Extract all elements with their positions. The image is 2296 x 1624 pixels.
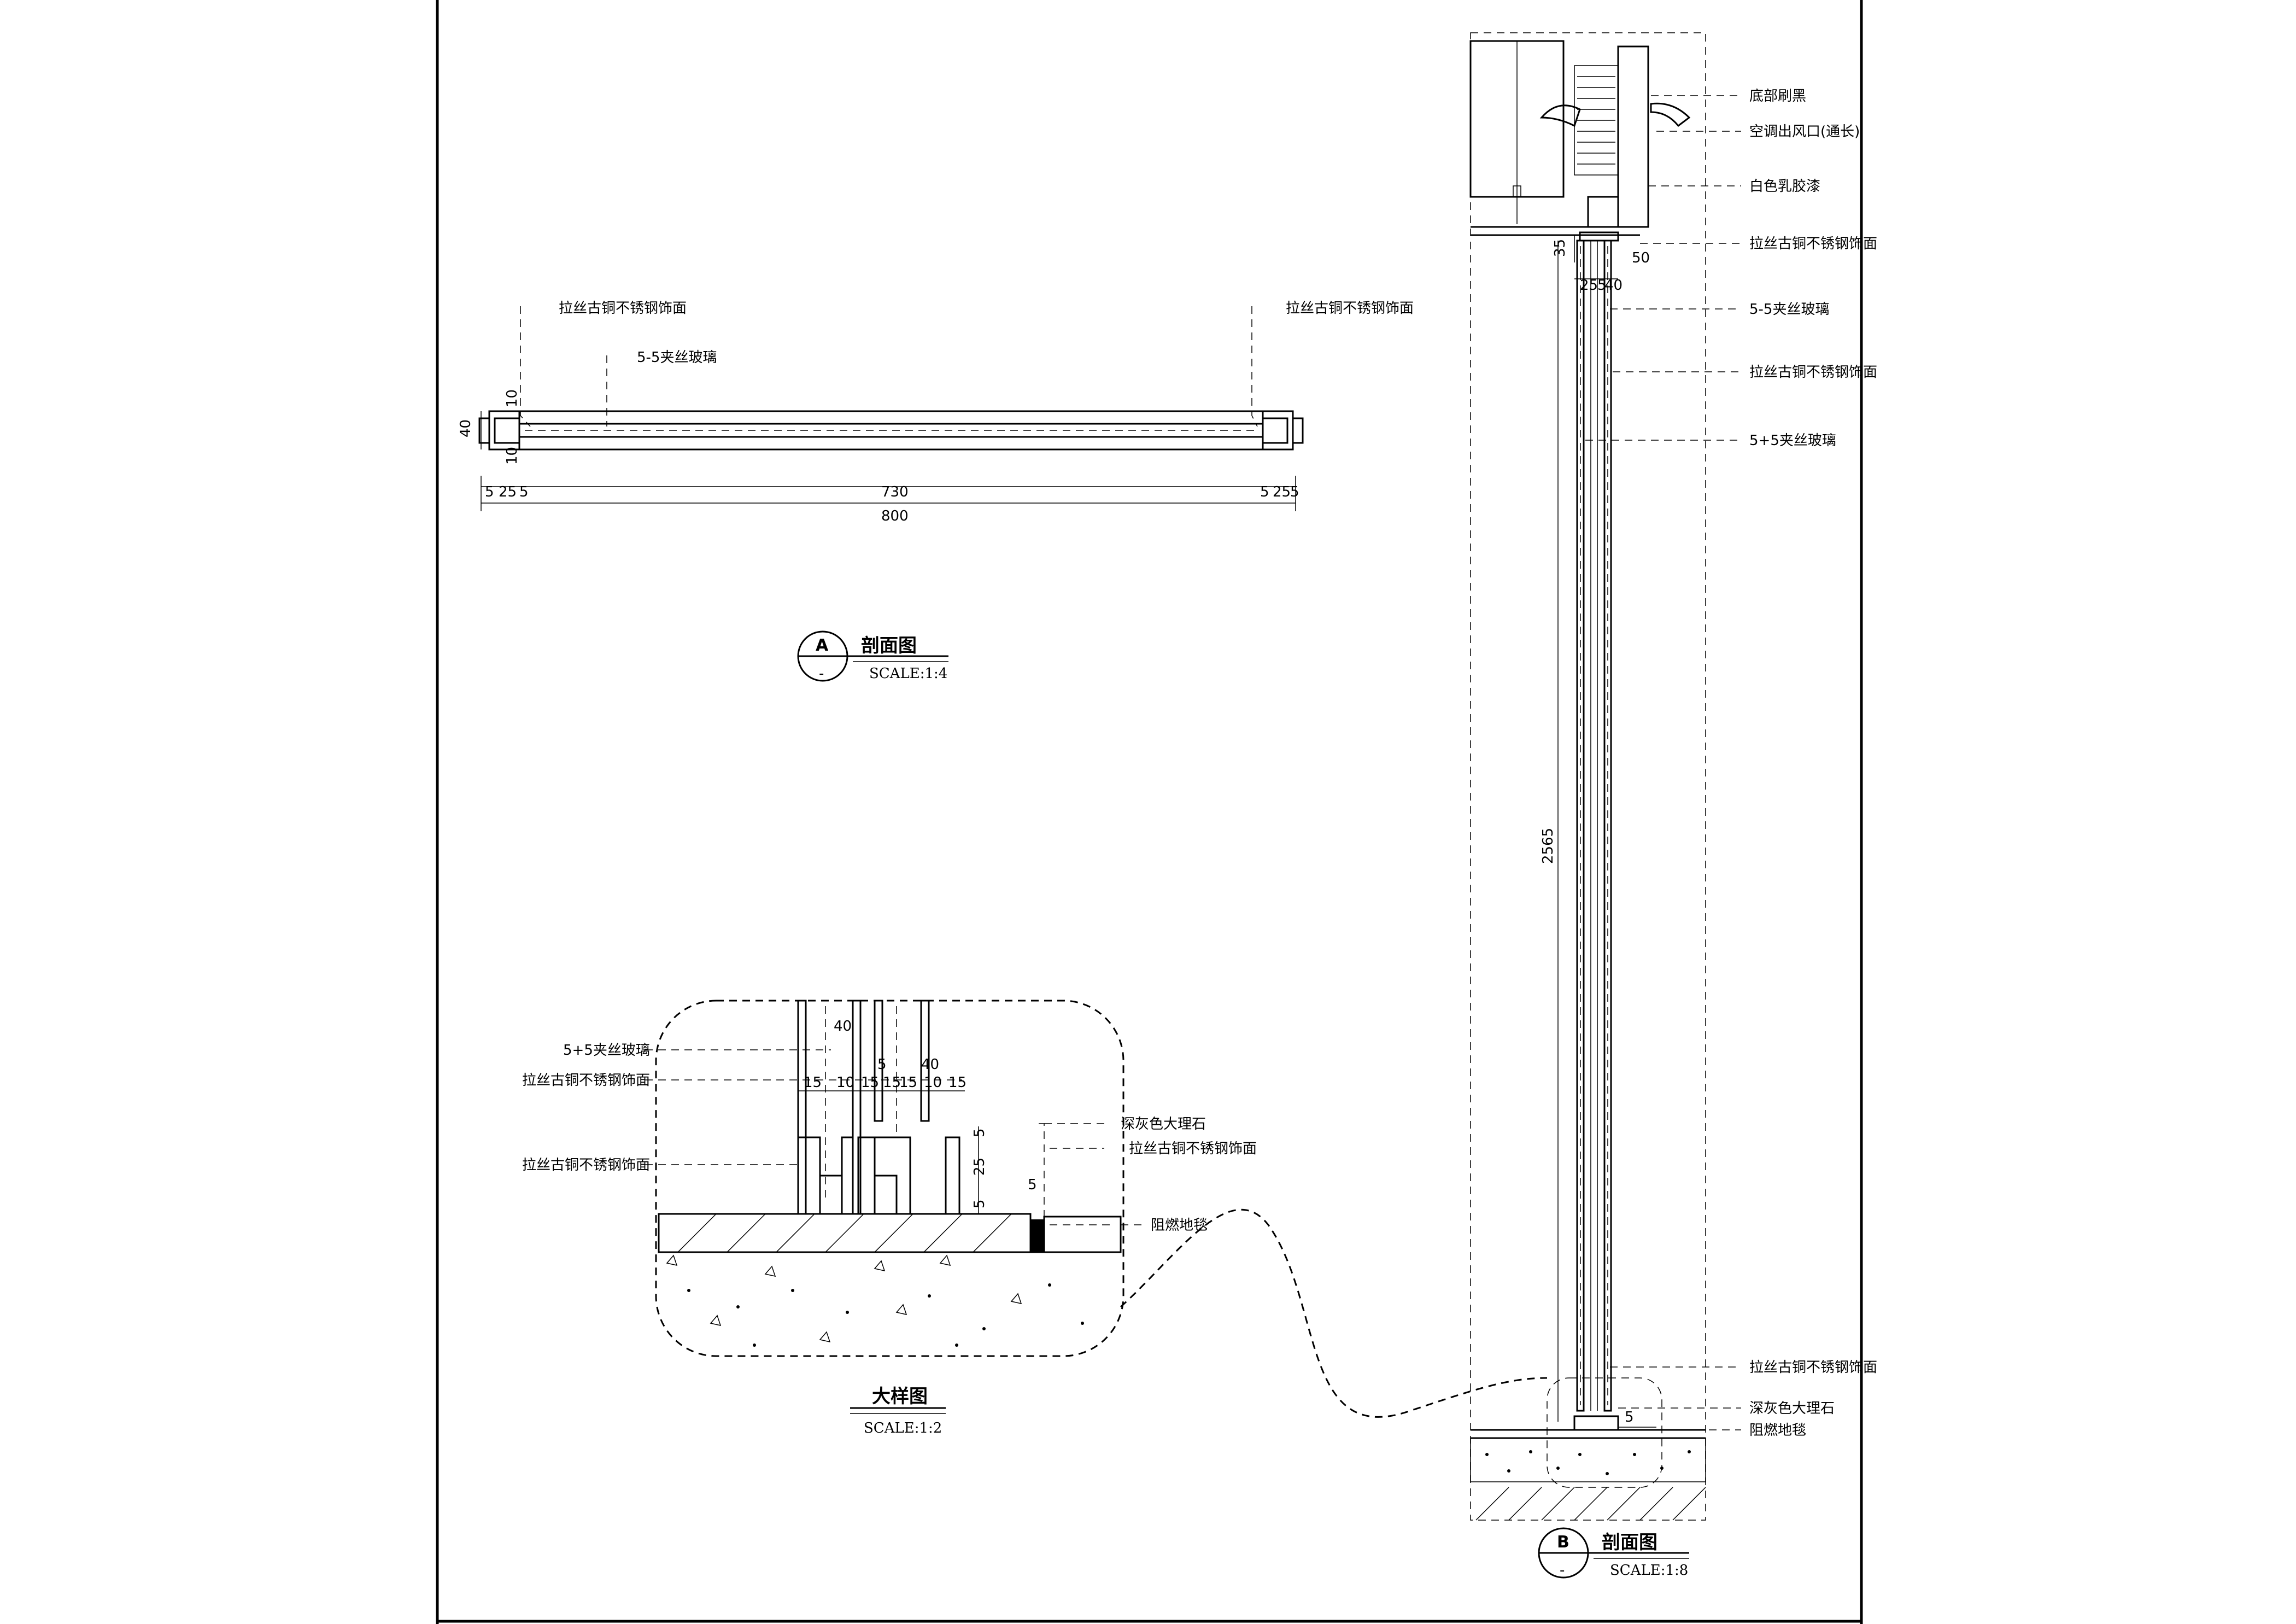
detail-dim-5a: 5	[877, 1056, 887, 1073]
section-b-dim-bottom: 5	[1625, 1409, 1634, 1426]
section-a-dim-r2: 25	[1273, 484, 1291, 500]
detail-drawing: 5+5夹丝玻璃 拉丝古铜不锈钢饰面 拉丝古铜不锈钢饰面 深灰色大理石 拉丝古铜不…	[522, 1000, 1257, 1436]
detail-dim-v5: 5	[971, 1128, 988, 1137]
section-b-callout-9: 深灰色大理石	[1749, 1400, 1835, 1417]
section-b-drawing: 底部刷黑 空调出风口(通长) 白色乳胶漆 拉丝古铜不锈钢饰面 35 50 25 …	[1469, 32, 1877, 1579]
section-a-dim-height: 40	[458, 419, 474, 437]
detail-scale: SCALE:1:2	[864, 1420, 942, 1436]
section-b-marker-sub: -	[1560, 1562, 1565, 1579]
detail-callout-steel-3: 拉丝古铜不锈钢饰面	[1129, 1141, 1257, 1157]
detail-dim-v5b: 5	[971, 1199, 988, 1208]
detail-seal	[1030, 1219, 1044, 1252]
section-b-callout-8: 拉丝古铜不锈钢饰面	[1749, 1359, 1877, 1376]
section-b-title: 剖面图	[1602, 1532, 1657, 1553]
detail-dim-40a: 40	[834, 1018, 852, 1035]
section-b-earth-hatch	[1475, 1487, 1706, 1521]
detail-dim-row-item: 15	[948, 1074, 967, 1091]
detail-dim-row-item: 10	[924, 1074, 942, 1091]
detail-dim-row-item: 15	[861, 1074, 879, 1091]
ac-vent-grille	[1577, 76, 1615, 165]
section-a-dim-l2: 25	[499, 484, 517, 500]
section-a-dim-l1: 5	[485, 484, 494, 500]
section-b-dim-25: 25	[1580, 277, 1598, 294]
detail-dim-row-item: 10	[836, 1074, 854, 1091]
detail-dims-row: 15 10 15 15 15 10 15	[804, 1074, 967, 1091]
section-a-dim-bottom: 10	[504, 447, 520, 465]
section-b-callout-3: 白色乳胶漆	[1749, 178, 1820, 195]
section-b-dim-height: 2565	[1540, 828, 1556, 864]
detail-callout-steel-2: 拉丝古铜不锈钢饰面	[522, 1157, 650, 1173]
section-a-dim-mid: 730	[881, 484, 909, 500]
detail-dim-v25: 25	[971, 1158, 988, 1176]
detail-connector-curve	[1120, 1208, 1548, 1418]
section-a-dim-r1: 5	[1260, 484, 1269, 500]
section-b-callout-10: 阻燃地毯	[1749, 1422, 1806, 1439]
section-b-marker: B	[1557, 1533, 1569, 1552]
section-b-dim-35: 35	[1552, 239, 1568, 257]
section-a-callout-right: 拉丝古铜不锈钢饰面	[1286, 300, 1414, 317]
section-b-callout-1: 底部刷黑	[1749, 88, 1806, 104]
section-b-scale: SCALE:1:8	[1610, 1562, 1688, 1579]
section-a-marker-sub: -	[819, 665, 824, 682]
section-a-drawing: 拉丝古铜不锈钢饰面 拉丝古铜不锈钢饰面 5-5夹丝玻璃 40 10 10 5 2…	[458, 300, 1414, 682]
section-a-dim-total: 800	[881, 508, 909, 524]
detail-callout-marble: 深灰色大理石	[1121, 1116, 1206, 1132]
detail-concrete-hatch	[666, 1254, 1084, 1347]
section-a-scale: SCALE:1:4	[869, 665, 947, 682]
detail-dim-40b: 40	[921, 1056, 939, 1073]
section-b-callout-6: 拉丝古铜不锈钢饰面	[1749, 364, 1877, 381]
detail-callout-glass: 5+5夹丝玻璃	[563, 1042, 650, 1059]
section-b-callout-2: 空调出风口(通长)	[1749, 124, 1860, 140]
detail-dim-row-item: 15	[804, 1074, 822, 1091]
section-b-dim-50: 50	[1632, 250, 1650, 266]
section-a-marker: A	[816, 636, 829, 655]
section-b-dim-40: 40	[1604, 277, 1623, 294]
detail-stone-hatch	[677, 1213, 1012, 1253]
section-a-title: 剖面图	[861, 635, 917, 657]
detail-callout-carpet: 阻燃地毯	[1151, 1217, 1208, 1234]
airflow-arrow-icon	[1539, 104, 1581, 127]
section-b-concrete-hatch	[1485, 1450, 1691, 1475]
detail-dim-row-item: 15	[883, 1074, 901, 1091]
detail-dim-row-item: 15	[899, 1074, 917, 1091]
sheet-frame	[436, 0, 1863, 1624]
section-a-callout-glass: 5-5夹丝玻璃	[637, 349, 717, 366]
section-b-callout-4: 拉丝古铜不锈钢饰面	[1749, 236, 1877, 252]
section-b-callout-5: 5-5夹丝玻璃	[1749, 301, 1829, 318]
section-a-dim-top: 10	[504, 389, 520, 407]
section-b-callout-7: 5+5夹丝玻璃	[1749, 433, 1836, 449]
detail-callout-steel-1: 拉丝古铜不锈钢饰面	[522, 1072, 650, 1089]
section-a-callout-left: 拉丝古铜不锈钢饰面	[559, 300, 687, 317]
detail-dim-5c: 5	[1028, 1177, 1037, 1193]
section-a-dim-r3: 5	[1290, 484, 1299, 500]
detail-title: 大样图	[872, 1386, 928, 1407]
section-a-dim-l3: 5	[519, 484, 529, 500]
